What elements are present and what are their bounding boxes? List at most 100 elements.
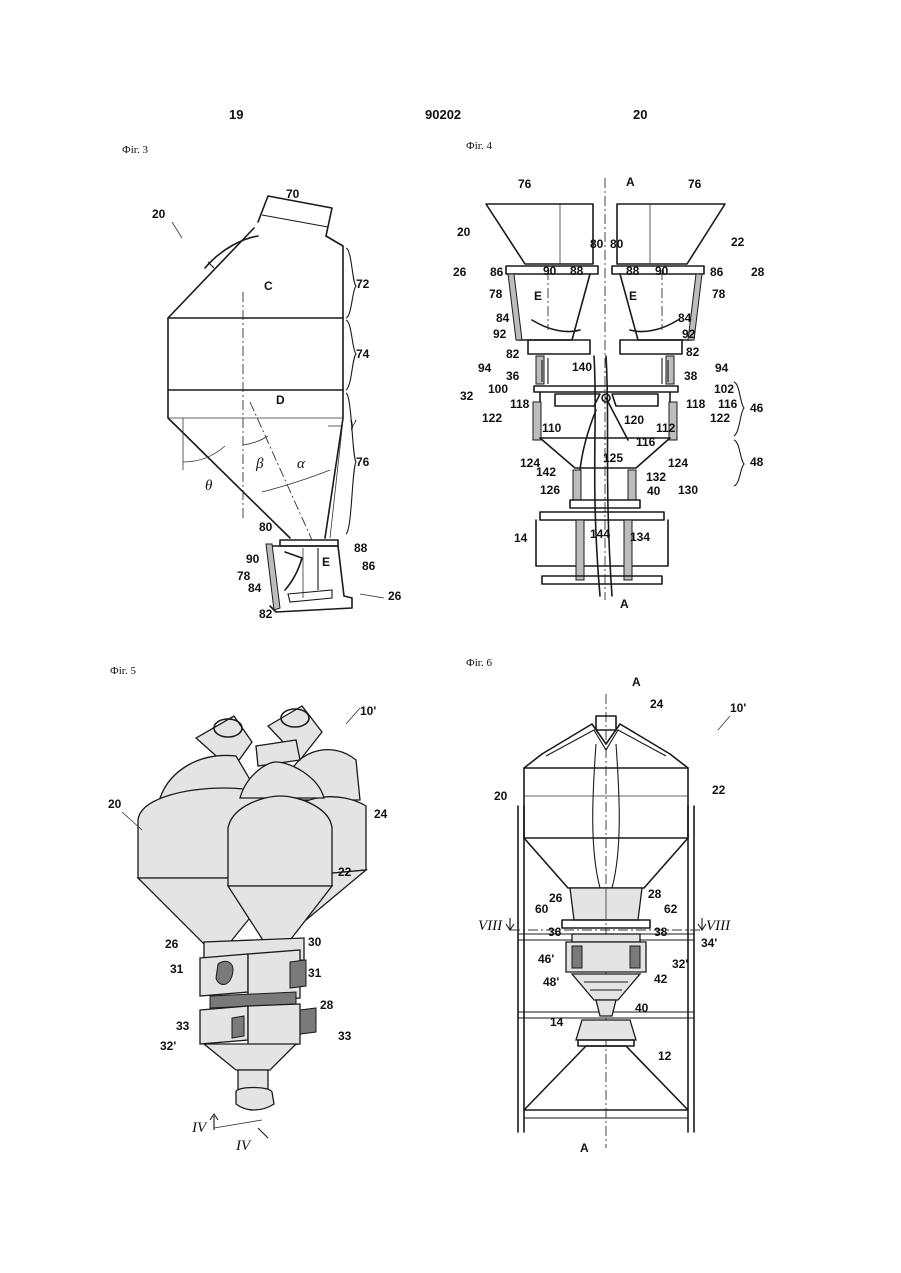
fig4-label-46: 46 [750, 401, 764, 415]
page-header: 19 90202 20 [229, 107, 647, 122]
fig4-label-82-left: 82 [506, 347, 520, 361]
fig4-label-26: 26 [453, 265, 467, 279]
fig4-label-122-right: 122 [710, 411, 730, 425]
fig4-label-124-right: 124 [668, 456, 688, 470]
fig6-label-42: 42 [654, 972, 668, 986]
fig4-label-120: 120 [624, 413, 644, 427]
fig4-label-116-top: 116 [718, 397, 738, 411]
fig4-letter-e-left: E [534, 289, 542, 303]
fig3-brace-72 [346, 248, 356, 318]
fig6-label-20: 20 [494, 789, 508, 803]
fig5-outlet [236, 1088, 274, 1111]
fig4-label-118-left: 118 [510, 397, 530, 411]
fig6-label-34-prime: 34' [701, 936, 717, 950]
fig4-label-80-right: 80 [610, 237, 624, 251]
fig4-label-142: 142 [536, 465, 556, 479]
fig4-label-134: 134 [630, 530, 650, 544]
fig4-label-76-left: 76 [518, 177, 532, 191]
fig6-axis-label-top: A [632, 675, 641, 689]
fig4-label-36: 36 [506, 369, 520, 383]
fig4-label-78-left: 78 [489, 287, 503, 301]
fig4-label-82-right: 82 [686, 345, 700, 359]
fig3-label-80: 80 [259, 520, 273, 534]
fig4-label-92-right: 92 [682, 327, 696, 341]
figure-3: Фіг. 3 20 [122, 144, 402, 621]
fig4-label-94-left: 94 [478, 361, 492, 375]
fig5-label-22: 22 [338, 865, 352, 879]
fig3-angle-beta: β [255, 456, 264, 472]
fig4-label-84-right: 84 [678, 311, 692, 325]
fig4-label-38: 38 [684, 369, 698, 383]
fig5-label-31-left: 31 [170, 962, 184, 976]
page-number-left: 19 [229, 107, 243, 122]
fig6-label-36: 36 [548, 925, 562, 939]
fig6-axis-label-bottom: A [580, 1141, 589, 1155]
figure-6: Фіг. 6 [466, 657, 746, 1155]
fig5-section-iv-left: IV [191, 1120, 208, 1136]
fig6-cone-48-prime [572, 974, 640, 1000]
fig6-label-26: 26 [549, 891, 563, 905]
fig3-angle-gamma: γ [350, 415, 357, 431]
fig3-discharge-unit-26 [268, 546, 352, 612]
fig4-label-28: 28 [751, 265, 765, 279]
fig5-label-20: 20 [108, 797, 122, 811]
fig3-letter-d: D [276, 393, 285, 407]
fig3-label-74: 74 [356, 347, 370, 361]
fig3-label-90: 90 [246, 552, 260, 566]
fig4-label-84-left: 84 [496, 311, 510, 325]
fig5-label-26: 26 [165, 937, 179, 951]
fig4-label-40: 40 [647, 484, 661, 498]
fig3-angle-alpha: α [297, 456, 306, 472]
fig6-section-viii-right: VIII [706, 918, 731, 934]
fig6-frame-right [688, 806, 694, 1132]
fig3-label-70: 70 [286, 187, 300, 201]
patent-number: 90202 [425, 107, 461, 122]
fig6-label-12: 12 [658, 1049, 672, 1063]
fig4-hopper-left [486, 204, 593, 264]
fig4-label-102: 102 [714, 382, 734, 396]
fig4-axis-label-bottom: A [620, 597, 629, 611]
fig4-caption: Фіг. 4 [466, 140, 493, 152]
fig3-cylinder-74 [168, 318, 343, 390]
fig5-label-33-right: 33 [338, 1029, 352, 1043]
page-number-right: 20 [633, 107, 647, 122]
fig4-label-110: 110 [542, 421, 562, 435]
fig4-axis-label-top: A [626, 175, 635, 189]
fig3-label-88: 88 [354, 541, 368, 555]
fig5-label-33-left: 33 [176, 1019, 190, 1033]
fig4-label-48: 48 [750, 455, 764, 469]
fig3-letter-c: C [264, 279, 273, 293]
fig4-label-22: 22 [731, 235, 745, 249]
fig4-label-92-left: 92 [493, 327, 507, 341]
fig4-label-86-right: 86 [710, 265, 724, 279]
fig6-label-60: 60 [535, 902, 549, 916]
fig3-angle-alpha-arc [262, 470, 330, 492]
fig6-label-14: 14 [550, 1015, 564, 1029]
fig6-section-viii-left: VIII [478, 918, 503, 934]
fig4-brace-48 [734, 440, 744, 486]
fig3-label-76: 76 [356, 455, 370, 469]
fig3-angle-theta: θ [205, 478, 213, 494]
fig4-letter-e-right: E [629, 289, 637, 303]
fig5-label-30: 30 [308, 935, 322, 949]
fig3-caption: Фіг. 3 [122, 144, 149, 156]
fig5-section-iv-right: IV [235, 1138, 252, 1154]
fig6-label-10-prime: 10' [730, 701, 746, 715]
fig4-label-118-right: 118 [686, 397, 706, 411]
fig6-caption: Фіг. 6 [466, 657, 493, 669]
fig4-label-100: 100 [488, 382, 508, 396]
fig4-label-130: 130 [678, 483, 698, 497]
fig4-label-116-bottom: 116 [636, 435, 656, 449]
fig4-label-94-right: 94 [715, 361, 729, 375]
fig4-label-112: 112 [656, 421, 676, 435]
fig4-label-78-right: 78 [712, 287, 726, 301]
fig3-letter-e: E [322, 555, 330, 569]
fig4-label-20: 20 [457, 225, 471, 239]
fig4-label-88-left: 88 [570, 264, 584, 278]
fig6-label-28: 28 [648, 887, 662, 901]
fig6-label-22: 22 [712, 783, 726, 797]
fig3-label-82: 82 [259, 607, 273, 621]
fig5-label-10-prime: 10' [360, 704, 376, 718]
fig5-label-28: 28 [320, 998, 334, 1012]
